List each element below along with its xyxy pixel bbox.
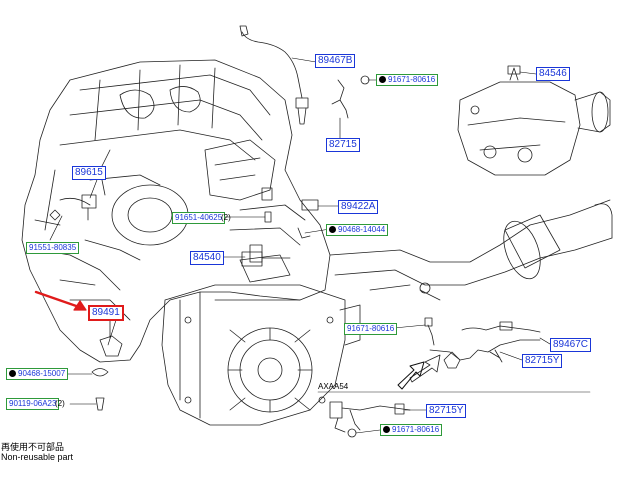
non-reusable-dot-icon [329, 226, 336, 233]
callout-90119-06A23[interactable]: 90119-06A23 [6, 398, 60, 410]
callout-text: 90468-15007 [18, 369, 66, 378]
callout-90468-15007[interactable]: 90468-15007 [6, 368, 69, 380]
harness-axaa54 [317, 391, 591, 438]
callout-89491-highlighted[interactable]: 89491 [88, 305, 124, 321]
callout-89467C[interactable]: 89467C [550, 338, 592, 352]
legend-non-reusable-cn: 再使用不可部品 [1, 442, 65, 452]
engine-block [21, 59, 331, 363]
view-direction-arrow [397, 361, 425, 390]
exhaust-assembly [329, 199, 613, 301]
callout-91651-40625[interactable]: 91651-40625 [172, 212, 226, 224]
section-label-axaa54: AXAA54 [318, 382, 349, 391]
callout-89422A[interactable]: 89422A [338, 200, 379, 214]
callout-91671-80616-top[interactable]: 91671-80616 [376, 74, 439, 86]
callout-91671-80616-bottom[interactable]: 91671-80616 [380, 424, 443, 436]
callout-text: 91671-80616 [388, 75, 436, 84]
highlight-arrow [34, 290, 87, 311]
callout-91671-80616-mid[interactable]: 91671-80616 [344, 323, 398, 335]
callout-84540[interactable]: 84540 [190, 251, 224, 265]
legend-non-reusable-en: Non-reusable part [1, 452, 74, 462]
callout-82715Y-bottom[interactable]: 82715Y [426, 404, 467, 418]
transmission-housing [161, 244, 361, 426]
non-reusable-dot-icon [9, 370, 16, 377]
callout-82715Y-mid[interactable]: 82715Y [522, 354, 563, 368]
quantity-note-2b: (2) [55, 399, 65, 408]
callout-text: 91671-80616 [392, 425, 440, 434]
callout-89467B[interactable]: 89467B [315, 54, 356, 68]
callout-89615[interactable]: 89615 [72, 166, 106, 180]
callout-text: 90468-14044 [338, 225, 386, 234]
non-reusable-dot-icon [379, 76, 386, 83]
quantity-note-2a: (2) [221, 213, 231, 222]
rear-differential [457, 65, 611, 176]
oxygen-sensor-top [239, 25, 370, 125]
leader-lines [49, 57, 551, 434]
callout-91551-80835[interactable]: 91551-80835 [26, 242, 80, 254]
callout-82715-top[interactable]: 82715 [326, 138, 360, 152]
non-reusable-dot-icon [383, 426, 390, 433]
callout-90468-14044[interactable]: 90468-14044 [326, 224, 389, 236]
rear-oxygen-sensors [409, 317, 541, 383]
callout-84546[interactable]: 84546 [536, 67, 570, 81]
